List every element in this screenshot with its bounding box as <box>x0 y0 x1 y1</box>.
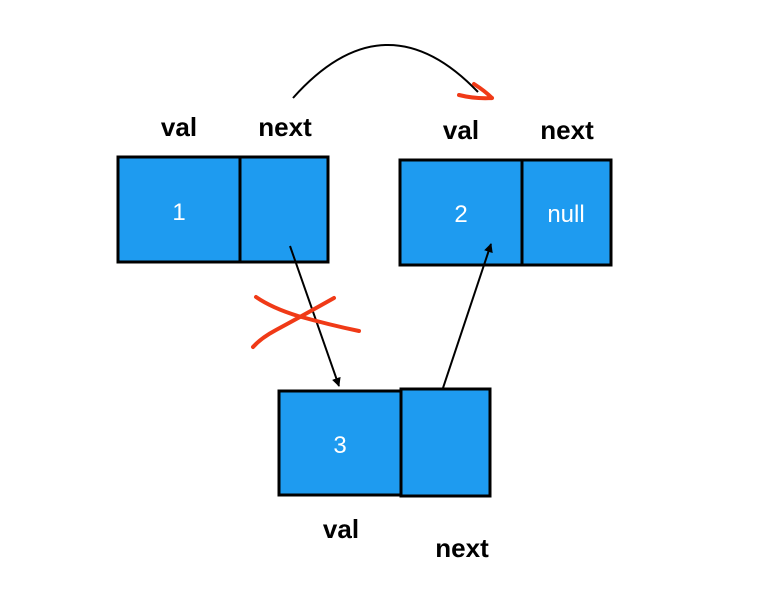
node-3: 3 val next <box>277 387 492 563</box>
arrow-node-3-to-node-2 <box>442 243 493 389</box>
node-1-next-label: next <box>258 112 312 142</box>
red-cross-out-mark <box>251 295 361 349</box>
node-2-next-cell <box>520 158 613 267</box>
node-1: val next 1 <box>116 112 330 264</box>
node-2-next-label: next <box>540 115 594 145</box>
red-cross-stroke-2 <box>251 296 336 349</box>
node-3-next-cell <box>399 387 492 498</box>
red-arrowhead-mark <box>457 82 494 101</box>
node-3-val-label: val <box>323 514 359 544</box>
node-2-next-value: null <box>547 201 584 228</box>
node-3-value: 3 <box>333 432 346 459</box>
node-1-next-cell <box>238 155 330 264</box>
node-2-value: 2 <box>454 201 467 228</box>
node-1-value: 1 <box>172 199 185 226</box>
arrow-node-1-to-node-3 <box>289 245 341 387</box>
node-1-val-label: val <box>161 112 197 142</box>
node-1-val-cell <box>116 155 242 264</box>
node-3-next-label: next <box>435 533 489 563</box>
curved-arrow-node-1-to-node-2 <box>292 44 479 99</box>
node-2-val-label: val <box>443 115 479 145</box>
node-2-val-cell <box>398 158 524 267</box>
node-2: val next 2 null <box>398 115 613 267</box>
